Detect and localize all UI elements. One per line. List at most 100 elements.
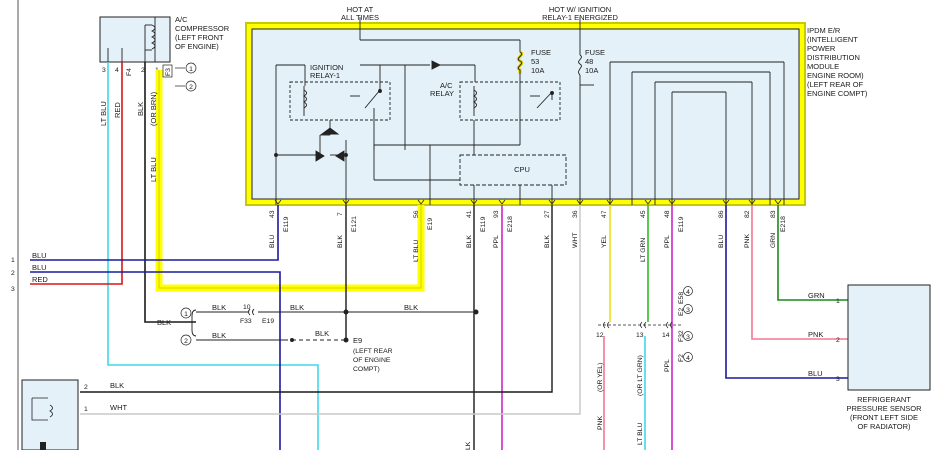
junction-connector — [598, 321, 682, 329]
ground-junction-346 — [343, 309, 349, 315]
svg-text:(INTELLIGENT: (INTELLIGENT — [807, 35, 858, 44]
hot-at-all-times-label-1: HOT AT — [347, 5, 374, 14]
fuse53-label-2: 53 — [531, 57, 539, 66]
fuse48-label-1: FUSE — [585, 48, 605, 57]
wire-blu-pin86 — [725, 205, 848, 379]
svg-text:DISTRIBUTION: DISTRIBUTION — [807, 53, 860, 62]
svg-text:REFRIGERANT: REFRIGERANT — [857, 395, 911, 404]
fuse48-label-3: 10A — [585, 66, 598, 75]
junction-pin-12: 12 — [596, 332, 604, 339]
svg-text:PRESSURE SENSOR: PRESSURE SENSOR — [846, 404, 922, 413]
compressor-wire-lt-blu: LT BLU — [99, 101, 108, 126]
ipdm-pin-83: 83 E218 GRN — [770, 210, 787, 248]
svg-text:BLK: BLK — [544, 235, 551, 248]
junction-note-3b: 3 — [686, 334, 690, 341]
svg-text:83: 83 — [770, 210, 777, 218]
ground-wiring — [191, 308, 476, 341]
junction-wire-or-yel: (OR YEL) — [597, 363, 604, 392]
svg-text:MODULE: MODULE — [807, 62, 839, 71]
ground-e9-desc-2: OF ENGINE — [353, 357, 391, 364]
svg-text:BLK: BLK — [337, 235, 344, 248]
hot-w-ignition-label-1: HOT W/ IGNITION — [549, 5, 611, 14]
sensor-wire-grn: GRN — [808, 291, 825, 300]
svg-text:36: 36 — [572, 210, 579, 218]
svg-text:POWER: POWER — [807, 44, 836, 53]
svg-text:BLU: BLU — [269, 235, 276, 248]
ground-note-2-circle — [180, 334, 192, 346]
ign-relay-label-2: RELAY-1 — [310, 71, 340, 80]
ground-e9-desc-1: (LEFT REAR — [353, 348, 393, 355]
bottom-pin-2: 2 — [84, 384, 88, 391]
ground-blk-3: BLK — [290, 303, 304, 312]
highlight-lt-blu-wire-border — [158, 70, 422, 289]
svg-text:YEL: YEL — [601, 235, 608, 248]
ipdm-pin-27: 27 BLK — [544, 210, 551, 248]
svg-text:ENGINE COMPT): ENGINE COMPT) — [807, 89, 868, 98]
ipdm-pin-36: 36 WHT — [572, 210, 579, 248]
junction-wire-ppl: PPL — [664, 359, 671, 372]
ground-conn-f33: F33 — [240, 318, 252, 325]
junction-wire-pnk: PNK — [597, 416, 604, 430]
left-ref-2-num: 2 — [11, 270, 15, 277]
svg-text:E119: E119 — [283, 216, 290, 232]
fuse53-label-3: 10A — [531, 66, 544, 75]
ipdm-pin-45: 45 LT GRN — [640, 210, 647, 262]
svg-text:A/C: A/C — [175, 15, 188, 24]
ac-compressor — [99, 16, 171, 63]
svg-text:LT GRN: LT GRN — [640, 238, 647, 262]
sensor-pin-2: 2 — [836, 337, 840, 344]
bottom-pin-1: 1 — [84, 406, 88, 413]
svg-text:E119: E119 — [678, 216, 685, 232]
svg-text:45: 45 — [640, 210, 647, 218]
svg-text:(FRONT LEFT SIDE: (FRONT LEFT SIDE — [850, 413, 918, 422]
svg-text:E218: E218 — [780, 216, 787, 232]
ign-relay-coil — [303, 89, 307, 109]
ground-note-1-circle — [180, 307, 192, 319]
refrigerant-pressure-sensor — [847, 284, 931, 391]
ipdm-pin-56: 56 E19 LT BLU — [413, 210, 434, 262]
svg-text:E218: E218 — [507, 216, 514, 232]
ipdm-pin-48: 48 E119 PPL — [664, 210, 685, 248]
junction-wire-lt-blu: LT BLU — [637, 422, 644, 445]
junction-conn-e2: E2 — [678, 307, 685, 316]
bottom-wire-blk: BLK — [110, 381, 124, 390]
sensor-pin-1: 1 — [836, 298, 840, 305]
ground-blk-1: BLK — [157, 318, 171, 327]
svg-text:48: 48 — [664, 210, 671, 218]
compressor-wire-or-brn: (OR BRN) — [149, 91, 158, 126]
wire-lt-blu-compressor-3 — [107, 62, 319, 450]
hot-at-all-times-label-2: ALL TIMES — [341, 13, 379, 22]
junction-conn-f2: F2 — [678, 354, 685, 362]
ipdm-pin-47: 47 YEL — [601, 210, 608, 248]
wire-blk-compressor-2 — [144, 62, 196, 323]
svg-text:86: 86 — [718, 210, 725, 218]
svg-text:(LEFT FRONT: (LEFT FRONT — [175, 33, 224, 42]
fuse53-label-1: FUSE — [531, 48, 551, 57]
compressor-note-1: 1 — [189, 66, 193, 73]
ground-blk-2: BLK — [212, 303, 226, 312]
ipdm-pin-7: 7 E121 BLK — [337, 212, 358, 248]
svg-text:GRN: GRN — [770, 233, 777, 248]
junction-wire-or-lt-grn: (OR LT GRN) — [637, 355, 644, 396]
svg-text:BLU: BLU — [718, 235, 725, 248]
svg-text:27: 27 — [544, 210, 551, 218]
svg-text:7: 7 — [337, 212, 344, 216]
ipdm-pin-93: 93 E218 PPL — [493, 210, 514, 248]
ipdm-internal-wiring — [274, 17, 785, 205]
ground-junction-292 — [290, 338, 294, 342]
compressor-pin-4: 4 — [115, 67, 119, 74]
compressor-wire-lt-blu-2: LT BLU — [149, 157, 158, 182]
svg-text:OF ENGINE): OF ENGINE) — [175, 42, 219, 51]
ground-conn-e19: E19 — [262, 318, 274, 325]
ipdm-label: IPDM E/R (INTELLIGENT POWER DISTRIBUTION… — [807, 26, 868, 98]
hot-w-ignition-label-2: RELAY-1 ENERGIZED — [542, 13, 618, 22]
sensor-wire-blu: BLU — [808, 369, 823, 378]
svg-text:93: 93 — [493, 210, 500, 218]
left-ref-1-num: 1 — [11, 257, 15, 264]
compressor-conn-f4: F4 — [126, 68, 133, 76]
ground-note-1: 1 — [184, 311, 188, 318]
ground-e9-point — [343, 337, 349, 343]
svg-text:56: 56 — [413, 210, 420, 218]
bottom-left-connector — [21, 379, 79, 450]
